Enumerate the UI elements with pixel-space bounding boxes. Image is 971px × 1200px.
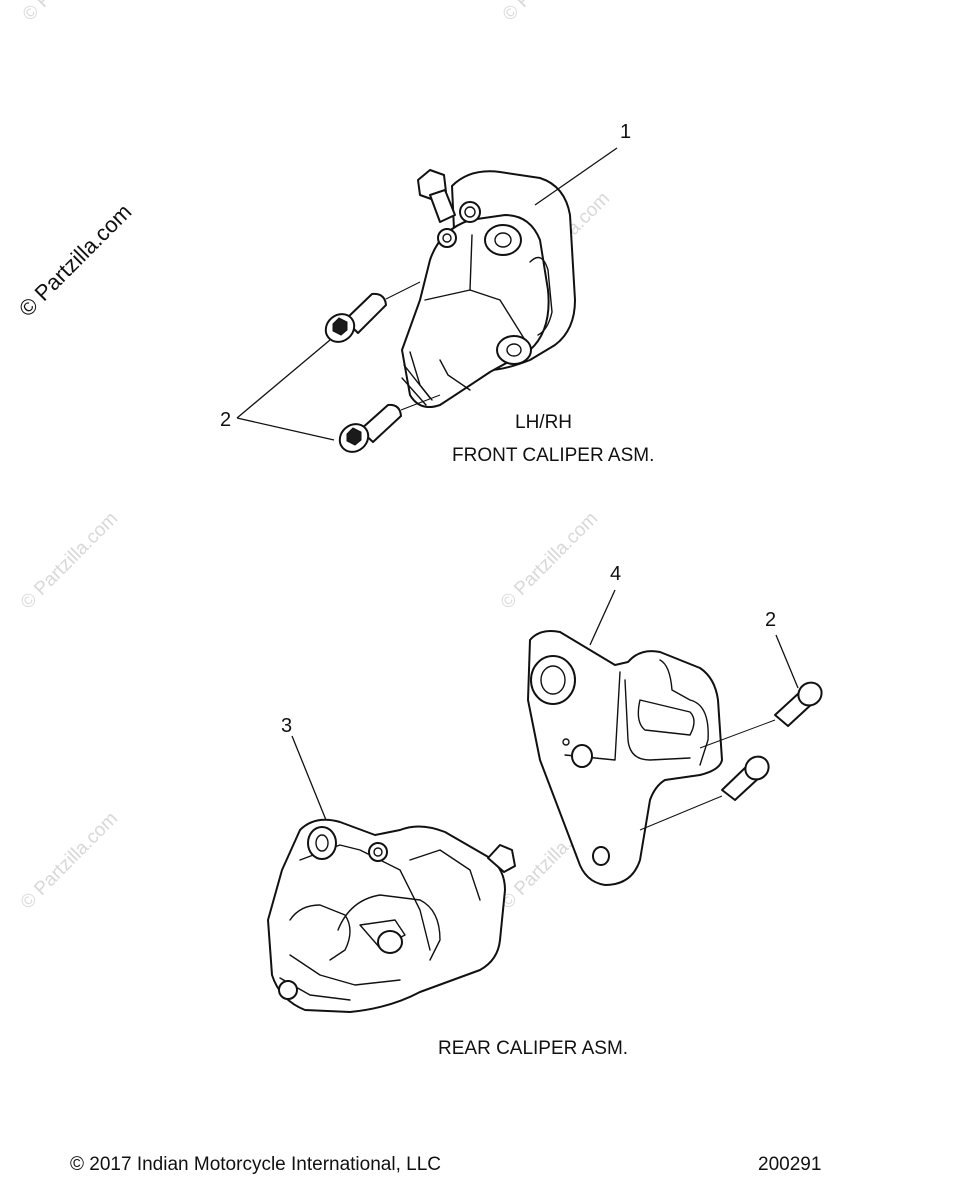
watermark-tile: © Partzilla.com xyxy=(497,508,602,613)
bolt-lower xyxy=(338,394,441,453)
leader-line-2a xyxy=(236,339,331,419)
rear-bracket-illustration xyxy=(527,630,723,886)
watermark-tile: © Partzilla.com xyxy=(19,0,124,26)
copyright-footer: © 2017 Indian Motorcycle International, … xyxy=(70,1154,441,1175)
bolt-rear-lower xyxy=(639,755,770,831)
leader-line-2b xyxy=(236,417,335,441)
front-caliper-illustration xyxy=(401,169,576,408)
callout-2-front: 2 xyxy=(220,409,231,431)
rear-bracket-bolts xyxy=(639,681,823,831)
rear-caption: REAR CALIPER ASM. xyxy=(438,1038,628,1059)
callout-3: 3 xyxy=(281,715,292,737)
leader-line-3 xyxy=(291,735,327,821)
front-caption-line2: FRONT CALIPER ASM. xyxy=(452,445,654,466)
bolt-upper xyxy=(324,281,421,343)
figure-number: 200291 xyxy=(758,1154,821,1175)
watermark-tile: © Partzilla.com xyxy=(17,808,122,913)
leader-line-4 xyxy=(589,589,616,646)
rear-caliper-illustration xyxy=(267,818,516,1013)
leader-line-1 xyxy=(534,147,618,206)
callout-4: 4 xyxy=(610,563,621,585)
front-caliper-bolts xyxy=(324,281,441,453)
callout-2-rear: 2 xyxy=(765,609,776,631)
watermark-main: © Partzilla.com xyxy=(14,199,137,322)
watermark-tile: © Partzilla.com xyxy=(499,0,604,26)
callout-1: 1 xyxy=(620,121,631,143)
front-caption-line1: LH/RH xyxy=(515,412,572,433)
watermark-tile: © Partzilla.com xyxy=(17,508,122,613)
bolt-rear-upper xyxy=(699,681,823,749)
leader-line-2-rear xyxy=(775,634,799,689)
